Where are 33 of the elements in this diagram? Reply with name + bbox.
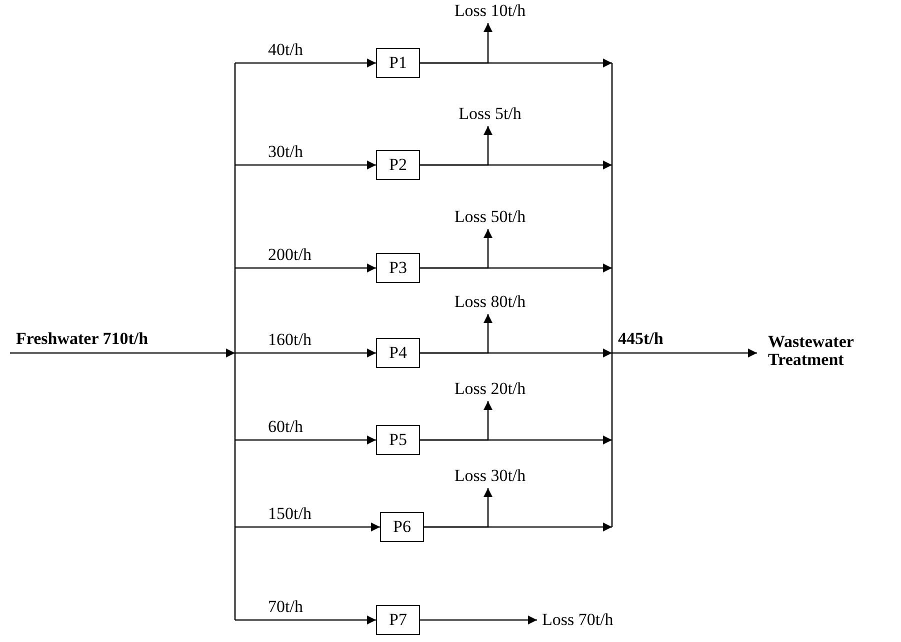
flow-label: Freshwater 710t/h: [16, 330, 148, 348]
loss-text: Loss 80t/h: [442, 293, 538, 311]
arrow: [235, 348, 376, 358]
loss-text: Loss 50t/h: [442, 208, 538, 226]
flow-label: 445t/h: [618, 330, 664, 348]
loss-text: Loss 5t/h: [442, 105, 538, 123]
process-box: P4: [376, 338, 420, 368]
arrow: [235, 264, 376, 272]
process-box: P6: [380, 512, 424, 542]
process-box: P3: [376, 253, 420, 283]
loss-text: Loss 30t/h: [442, 467, 538, 485]
arrow: [420, 436, 612, 444]
process-box: P5: [376, 425, 420, 455]
arrow: [420, 616, 537, 624]
arrow: [420, 160, 612, 170]
inlet-trunk: [10, 63, 236, 620]
arrow: [420, 264, 612, 272]
arrow: [424, 522, 612, 532]
arrow: [235, 58, 376, 68]
loss-text: Loss 10t/h: [442, 2, 538, 20]
arrow: [235, 160, 376, 170]
process-box: P2: [376, 150, 420, 180]
outlet-trunk: [611, 63, 757, 527]
destination-text: Wastewater Treatment: [768, 333, 898, 369]
arrow: [235, 522, 380, 532]
arrow: [235, 436, 376, 444]
loss-text: Loss 70t/h: [542, 611, 614, 629]
arrow: [420, 348, 612, 358]
process-box: P1: [376, 48, 420, 78]
process-box: P7: [376, 605, 420, 635]
arrow: [420, 58, 612, 68]
loss-text: Loss 20t/h: [442, 380, 538, 398]
arrow: [235, 616, 376, 624]
